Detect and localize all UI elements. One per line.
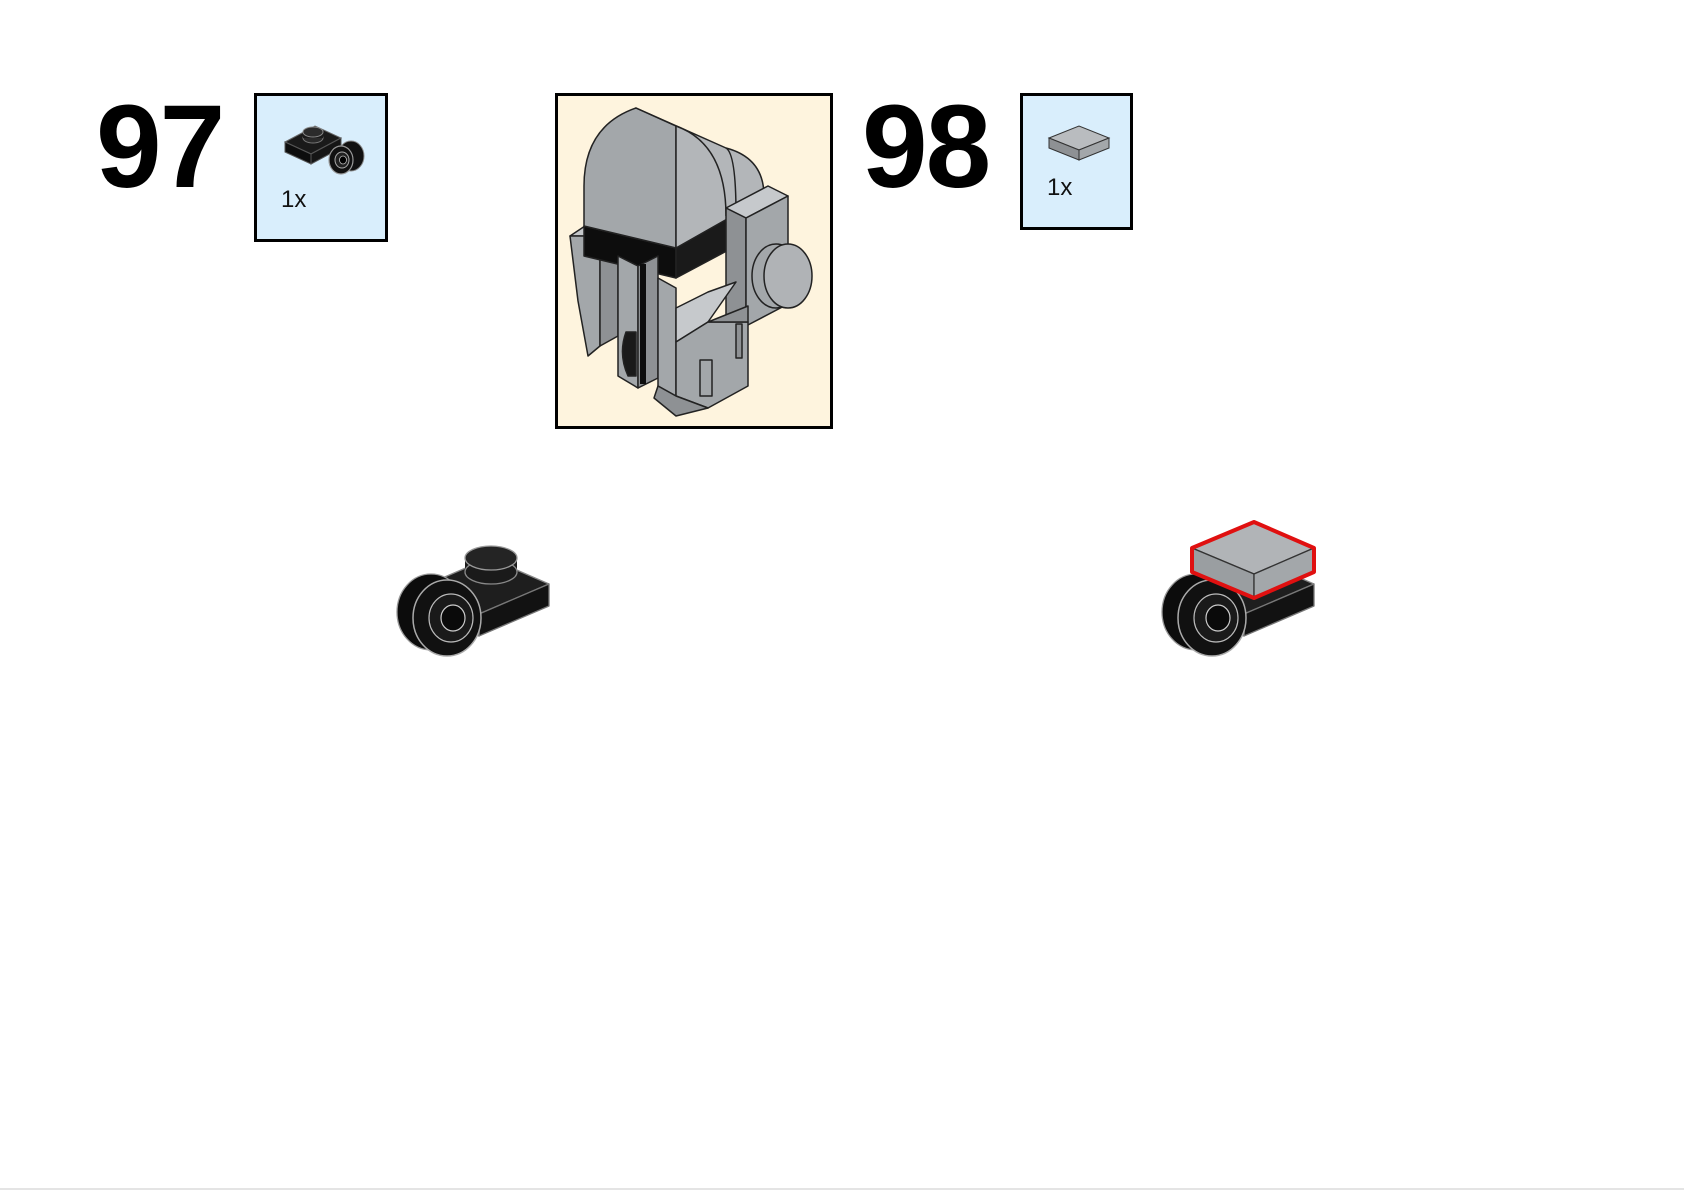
parts-list-step-98: 1x (1020, 93, 1133, 230)
page-bottom-border (0, 1188, 1684, 1190)
gray-helmet-subassembly-icon (569, 107, 813, 417)
plate-with-tile-assembly (1161, 520, 1316, 657)
black-plate-with-wheel-assembly (396, 545, 550, 657)
step-number-97: 97 (96, 81, 225, 213)
part-quantity: 1x (281, 186, 307, 213)
part-quantity: 1x (1047, 174, 1073, 201)
gray-tile-icon (1047, 125, 1111, 161)
parts-list-step-97: 1x (254, 93, 388, 242)
step-number-98: 98 (862, 81, 991, 213)
subassembly-callout (555, 93, 833, 429)
black-plate-with-wheel-icon (283, 125, 365, 175)
